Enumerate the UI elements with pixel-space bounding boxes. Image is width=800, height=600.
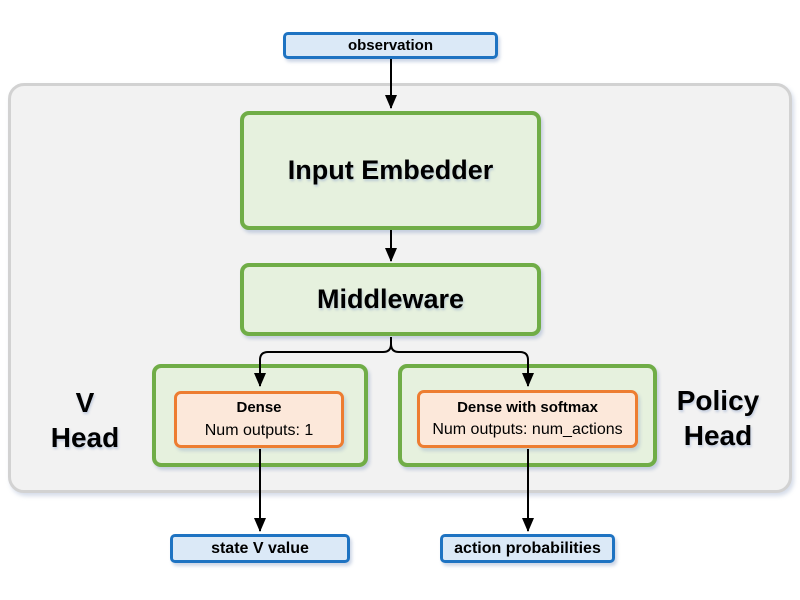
node-policy-dense: Dense with softmax Num outputs: num_acti… <box>417 390 638 448</box>
v-head-label-line1: V <box>75 387 95 418</box>
node-observation: observation <box>283 32 498 59</box>
v-head-label-line2: Head <box>50 422 120 453</box>
node-action-probabilities: action probabilities <box>440 534 615 563</box>
policy-head-label-line2: Head <box>683 420 753 451</box>
node-v-dense: Dense Num outputs: 1 <box>174 391 344 448</box>
node-input-embedder: Input Embedder <box>240 111 541 230</box>
policy-head-label-line1: Policy <box>676 385 760 416</box>
action-probabilities-label: action probabilities <box>454 539 601 557</box>
observation-label: observation <box>347 37 434 54</box>
policy-dense-subtitle: Num outputs: num_actions <box>432 421 623 439</box>
middleware-label: Middleware <box>316 284 465 314</box>
node-middleware: Middleware <box>240 263 541 336</box>
v-dense-title: Dense <box>236 399 282 417</box>
state-v-value-label: state V value <box>211 539 309 557</box>
input-embedder-label: Input Embedder <box>287 155 494 185</box>
v-dense-subtitle: Num outputs: 1 <box>204 421 314 439</box>
v-head-label: V Head <box>25 385 145 455</box>
policy-dense-title: Dense with softmax <box>457 398 598 416</box>
node-state-v-value: state V value <box>170 534 350 563</box>
policy-head-label: Policy Head <box>658 383 778 453</box>
